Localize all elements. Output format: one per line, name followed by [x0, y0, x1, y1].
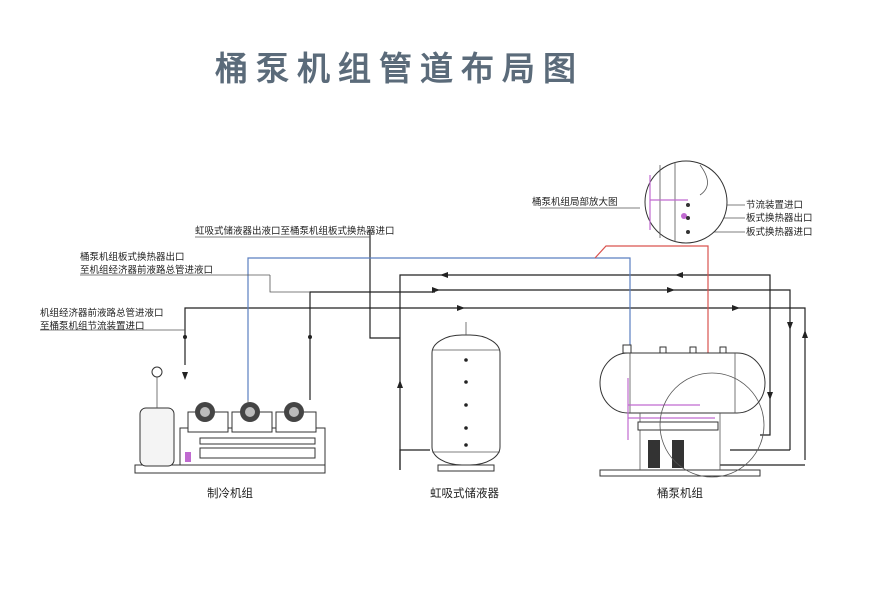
compressor-1	[187, 402, 229, 433]
label-detail-plate-out: 板式换热器出口	[746, 212, 813, 224]
highlight-pipes	[247, 245, 709, 400]
label-detail-plate-in: 板式换热器进口	[746, 226, 813, 238]
label-plate-outlet-2: 至机组经济器前液路总管进液口	[80, 264, 213, 276]
label-plate-outlet-1: 桶泵机组板式换热器出口	[80, 251, 185, 263]
detail-magnifier	[644, 160, 728, 244]
label-econ-front-1: 机组经济器前液路总管进液口	[40, 307, 164, 319]
caption-refrigeration-unit: 制冷机组	[207, 486, 253, 500]
label-econ-front-2: 至桶泵机组节流装置进口	[40, 320, 145, 332]
siphon-receiver	[431, 322, 501, 472]
caption-pump-unit: 桶泵机组	[657, 486, 703, 500]
compressor-3	[275, 402, 317, 433]
caption-siphon-receiver: 虹吸式储液器	[430, 486, 499, 500]
label-detail-throttle: 节流装置进口	[746, 199, 803, 211]
label-siphon-outlet: 虹吸式储液器出液口至桶泵机组板式换热器进口	[195, 225, 395, 237]
label-detail-title: 桶泵机组局部放大图	[532, 196, 618, 208]
page-title: 桶泵机组管道布局图	[215, 49, 584, 88]
compressor-2	[231, 402, 273, 433]
pump-unit	[599, 344, 766, 478]
refrigeration-unit	[134, 366, 326, 474]
